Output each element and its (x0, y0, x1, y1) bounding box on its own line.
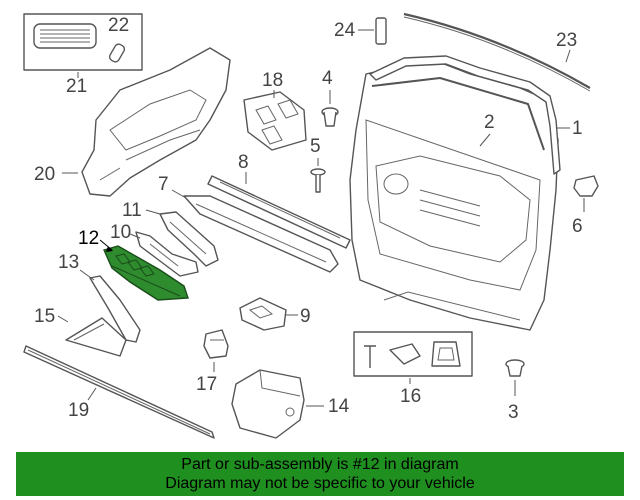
callout-24[interactable]: 24 (334, 20, 356, 41)
part-9-switch (239, 297, 287, 331)
part-20-door-trim-panel (81, 47, 231, 197)
callout-20[interactable]: 20 (34, 164, 55, 185)
part-15-pocket-trim (65, 317, 127, 357)
callout-6[interactable]: 6 (572, 216, 583, 237)
part-1-door-frame (369, 55, 561, 175)
callout-4[interactable]: 4 (322, 68, 333, 89)
callout-19[interactable]: 19 (68, 400, 89, 421)
part-14-bracket (231, 369, 305, 439)
part-4-clip (321, 107, 339, 127)
callout-18[interactable]: 18 (262, 70, 283, 91)
footer-banner: Part or sub-assembly is #12 in diagram D… (16, 452, 624, 496)
part-18-window-switch (243, 91, 307, 151)
callout-14[interactable]: 14 (328, 396, 350, 417)
callout-3[interactable]: 3 (508, 402, 519, 423)
part-16-hardware-kit (353, 331, 473, 377)
part-13-trim-strip (89, 275, 141, 343)
part-11-handle-trim (159, 211, 219, 267)
footer-line-1: Part or sub-assembly is #12 in diagram (181, 456, 459, 473)
part-5-screw (310, 168, 326, 193)
parts-diagram: 22 21 20 18 24 23 4 5 8 (23, 12, 599, 439)
part-24-clip (375, 17, 387, 45)
callout-13[interactable]: 13 (58, 252, 79, 273)
part-7-molding (183, 195, 339, 273)
callout-15[interactable]: 15 (34, 306, 55, 327)
callout-12[interactable]: 12 (78, 228, 99, 249)
part-17-connector (203, 329, 229, 359)
callout-5[interactable]: 5 (310, 136, 321, 157)
part-2-door-shell (349, 63, 559, 331)
callout-1[interactable]: 1 (572, 118, 583, 139)
part-6-grommet (573, 175, 599, 197)
part-10-pull-handle (135, 231, 199, 277)
callout-10[interactable]: 10 (110, 222, 131, 243)
callout-23[interactable]: 23 (556, 30, 577, 51)
part-8-trim-strip (207, 175, 351, 249)
callout-8[interactable]: 8 (238, 152, 249, 173)
footer-line-2: Diagram may not be specific to your vehi… (165, 475, 475, 492)
part-3-clip (505, 359, 525, 377)
part-12-switch-panel-highlighted[interactable] (103, 245, 189, 301)
callout-16[interactable]: 16 (400, 386, 421, 407)
callout-2[interactable]: 2 (484, 112, 495, 133)
callout-17[interactable]: 17 (196, 374, 217, 395)
part-19-seal-strip (23, 345, 215, 439)
part-21-vent-grille (23, 13, 143, 71)
callout-9[interactable]: 9 (300, 306, 311, 327)
callout-7[interactable]: 7 (158, 174, 169, 195)
part-23-weatherstrip (403, 12, 591, 92)
callout-11[interactable]: 11 (122, 200, 142, 221)
callout-21[interactable]: 21 (66, 76, 87, 97)
callout-22[interactable]: 22 (108, 15, 129, 36)
